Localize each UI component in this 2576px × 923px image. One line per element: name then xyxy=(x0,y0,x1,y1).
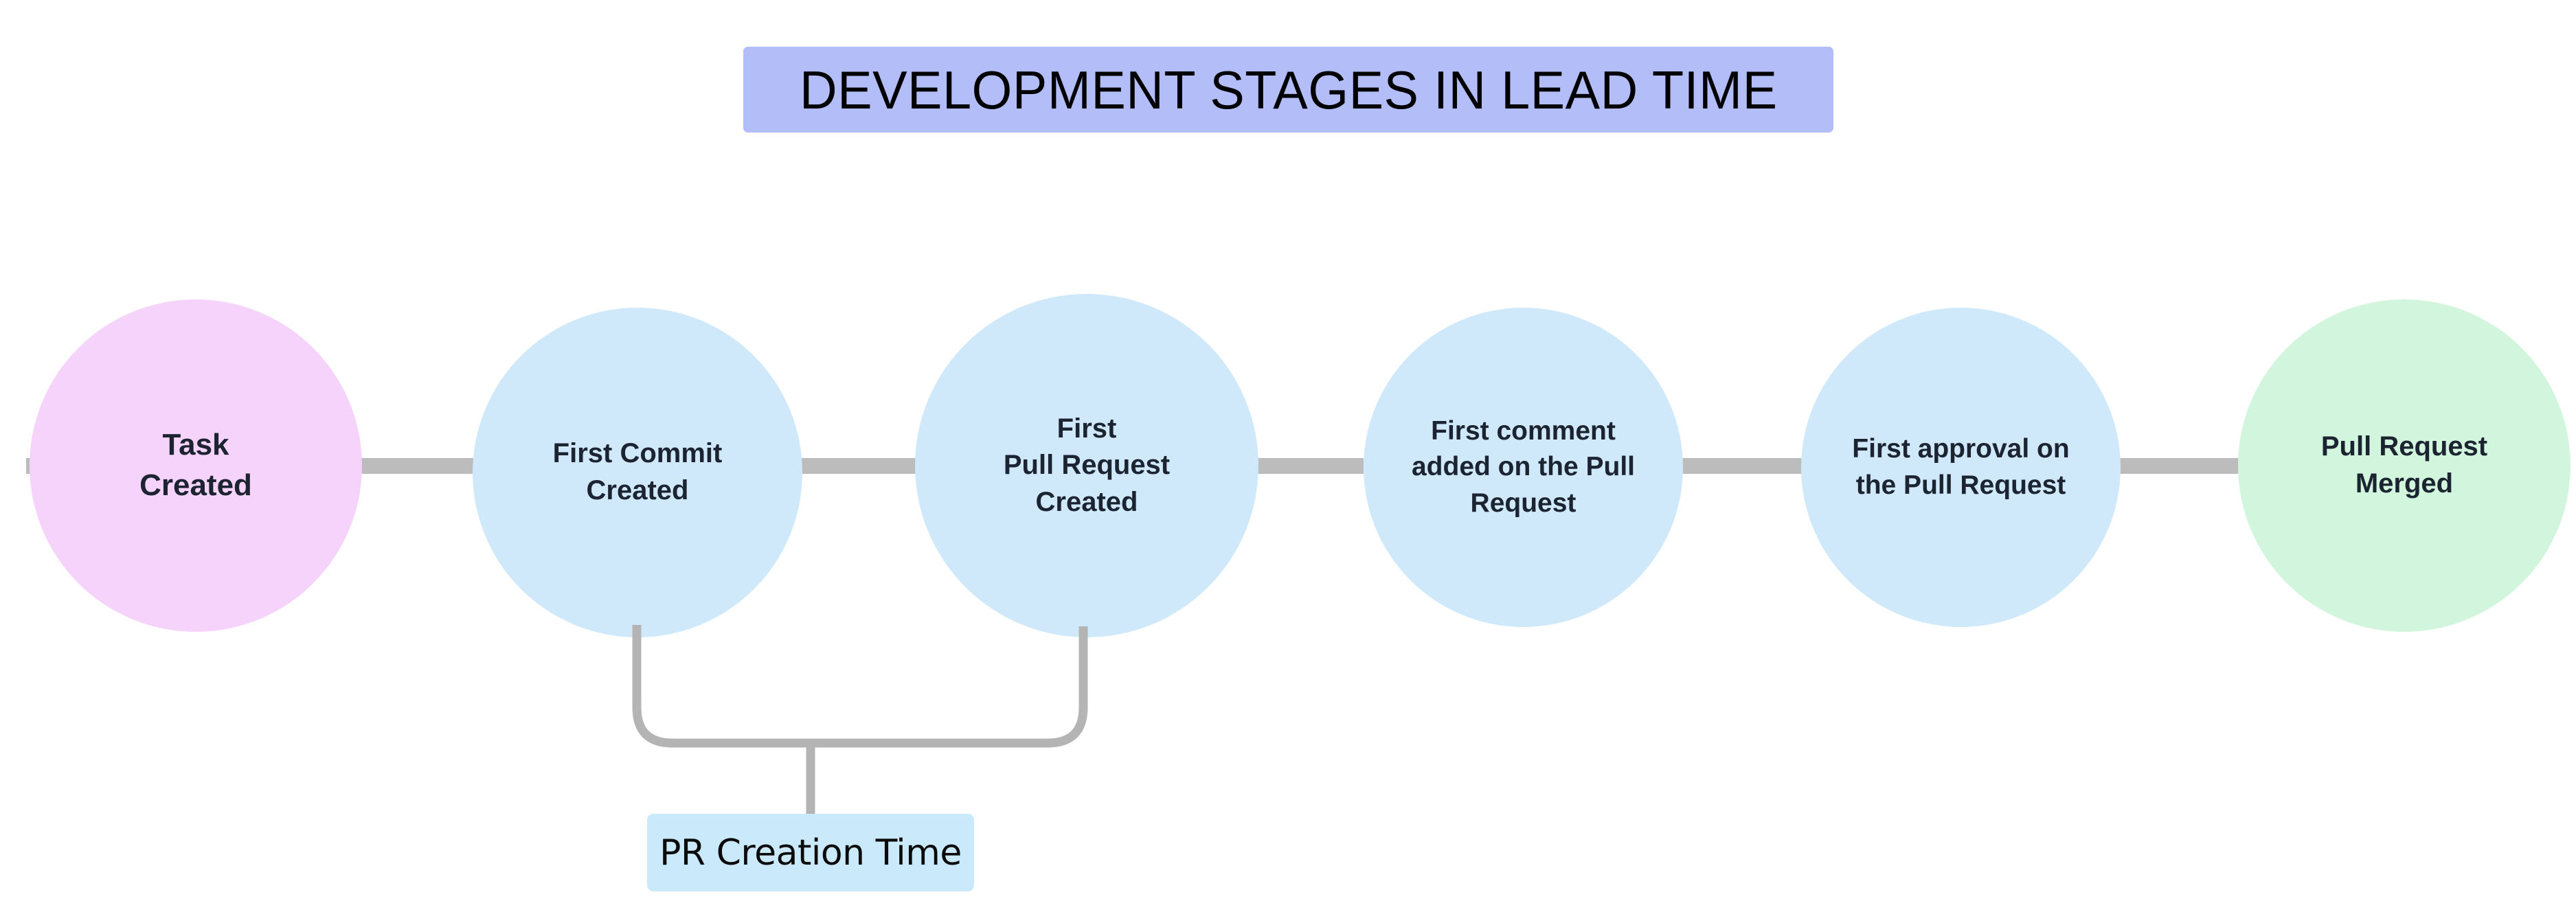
diagram-title-banner: DEVELOPMENT STAGES IN LEAD TIME xyxy=(743,47,1833,133)
connector-stage3-stage4 xyxy=(1236,458,1364,474)
pr-creation-time-bracket xyxy=(632,625,1088,814)
connector-stage2-stage3 xyxy=(797,458,920,474)
stage-pull-request-merged[interactable]: Pull Request Merged xyxy=(2238,299,2571,632)
stage-first-approval[interactable]: First approval on the Pull Request xyxy=(1801,308,2121,627)
stage-first-pull-request-created[interactable]: First Pull Request Created xyxy=(915,294,1258,637)
pr-creation-time-label-box[interactable]: PR Creation Time xyxy=(647,814,974,891)
connector-stage1-stage2 xyxy=(357,458,481,474)
stage-label: Pull Request Merged xyxy=(2320,431,2488,499)
stage-label: Task Created xyxy=(139,428,252,502)
stage-task-created[interactable]: Task Created xyxy=(30,299,362,632)
pr-creation-time-label: PR Creation Time xyxy=(659,832,962,874)
stage-first-comment-added[interactable]: First comment added on the Pull Request xyxy=(1364,308,1683,627)
stage-label: First Commit Created xyxy=(552,438,723,505)
stage-label: First Pull Request Created xyxy=(1003,413,1171,517)
stage-first-commit-created[interactable]: First Commit Created xyxy=(473,308,802,637)
stage-label: First comment added on the Pull Request xyxy=(1411,416,1635,518)
page-title: DEVELOPMENT STAGES IN LEAD TIME xyxy=(799,59,1778,120)
connector-stage5-stage6 xyxy=(2116,458,2243,474)
stage-label: First approval on the Pull Request xyxy=(1852,434,2070,500)
connector-stage4-stage5 xyxy=(1676,458,1803,474)
